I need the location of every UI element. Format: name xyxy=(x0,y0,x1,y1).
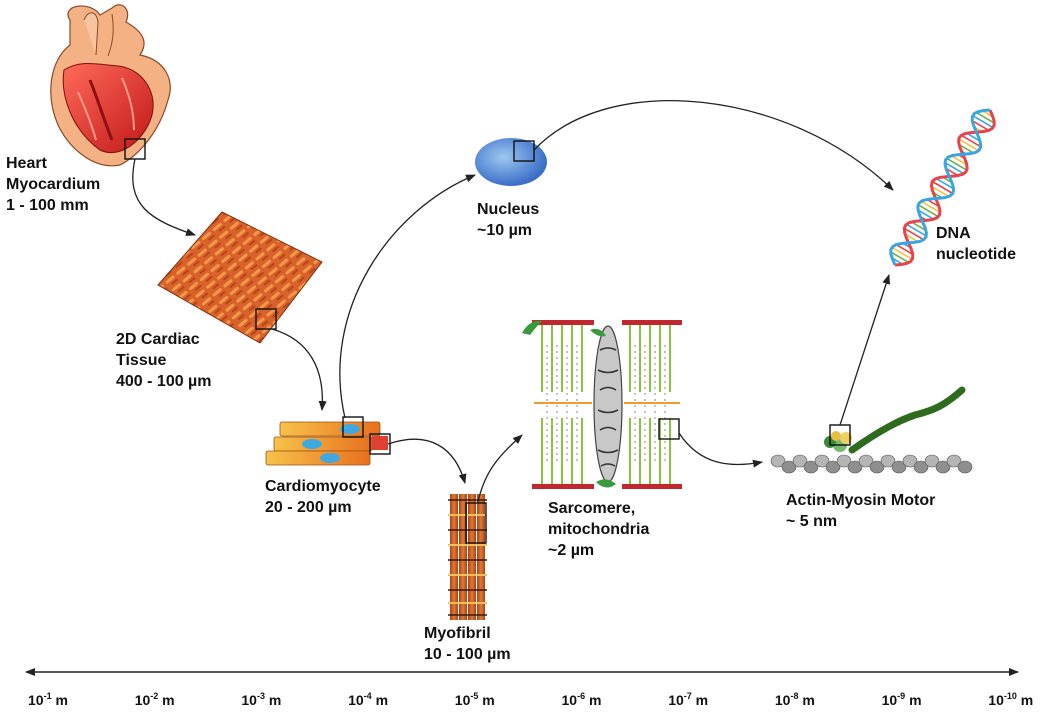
tissue-name-line2: Tissue xyxy=(116,352,167,369)
actin-bead xyxy=(858,454,874,468)
actin-bead xyxy=(792,454,808,468)
dna-base-pair xyxy=(931,180,954,195)
scale-tick-label: 10-10 m xyxy=(988,691,1034,709)
tissue-name-line1: 2D Cardiac xyxy=(116,331,200,348)
dna-strand xyxy=(889,108,991,266)
scale-tick-label: 10-9 m xyxy=(881,691,922,709)
dna-base-pair xyxy=(906,223,927,237)
cardiomyocyte-illustration xyxy=(265,416,391,466)
arrow-myofibril-to-sarcomere xyxy=(477,434,523,503)
cardiomyocyte-size: 20 - 200 µm xyxy=(265,499,352,516)
cardiomyocyte-name: Cardiomyocyte xyxy=(265,478,381,495)
dna-strand xyxy=(894,109,996,267)
heart-size: 1 - 100 mm xyxy=(6,197,89,214)
dna-base-pair xyxy=(903,227,925,241)
actin-bead xyxy=(770,454,786,468)
scale-tick-label: 10-5 m xyxy=(454,691,495,709)
dna-base-pair xyxy=(891,246,913,261)
arrow-motor-to-dna xyxy=(839,274,891,426)
dna-base-pair xyxy=(935,177,954,190)
scale-tick-label: 10-4 m xyxy=(348,691,389,709)
motor-label: Actin-Myosin Motor ~ 5 nm xyxy=(786,490,935,532)
motor-size: ~ 5 nm xyxy=(786,513,838,530)
myofibril-name: Myofibril xyxy=(424,625,491,642)
dna-base-pair xyxy=(950,155,968,166)
dna-name-line1: DNA xyxy=(936,225,971,242)
dna-base-pair xyxy=(904,233,919,243)
actin-bead xyxy=(946,454,962,468)
myofibril-size: 10 - 100 µm xyxy=(424,646,511,663)
nucleus-illustration xyxy=(475,138,547,186)
actin-bead xyxy=(913,460,929,474)
dna-base-pair xyxy=(975,111,995,124)
actin-bead xyxy=(924,454,940,468)
cardiomyocyte-label: Cardiomyocyte 20 - 200 µm xyxy=(265,476,381,518)
myofibril-illustration xyxy=(448,494,487,620)
actin-bead xyxy=(814,454,830,468)
heart-illustration xyxy=(50,4,171,167)
dna-base-pair xyxy=(911,221,927,232)
arrow-heart-to-tissue xyxy=(132,158,196,236)
actin-bead xyxy=(803,460,819,474)
dna-label: DNA nucleotide xyxy=(936,223,1016,265)
dna-name-line2: nucleotide xyxy=(936,246,1017,263)
dna-base-pair xyxy=(946,157,968,171)
nucleus-size: ~10 µm xyxy=(477,222,533,239)
dna-base-pair xyxy=(972,114,994,129)
dna-illustration xyxy=(889,108,996,267)
actin-bead xyxy=(880,454,896,468)
scale-tick-label: 10-7 m xyxy=(668,691,709,709)
sarcomere-size: ~2 µm xyxy=(548,542,595,559)
arrow-cardiomyocyte-to-myofibril xyxy=(387,438,467,484)
dna-base-pair xyxy=(971,119,990,132)
actin-bead xyxy=(902,454,918,468)
actin-bead xyxy=(935,460,951,474)
nucleus-name: Nucleus xyxy=(477,201,540,218)
dna-base-pair xyxy=(958,138,979,152)
actin-myosin-illustration xyxy=(770,454,973,474)
actin-bead xyxy=(836,454,852,468)
actin-bead xyxy=(957,460,973,474)
dna-base-pair xyxy=(960,134,982,148)
dna-base-pair xyxy=(895,243,914,256)
cardiac-tissue-illustration xyxy=(157,211,323,344)
sarcomere-label: Sarcomere, mitochondria ~2 µm xyxy=(548,498,649,561)
scale-tick-label: 10-8 m xyxy=(774,691,815,709)
scale-tick-label: 10-1 m xyxy=(28,691,68,709)
arrow-sarcomere-to-motor xyxy=(678,432,763,468)
heart-label: Heart Myocardium 1 - 100 mm xyxy=(6,153,100,216)
dna-base-pair xyxy=(966,132,981,142)
nucleus-label: Nucleus ~10 µm xyxy=(477,199,539,241)
myosin-illustration xyxy=(824,386,966,454)
sarcomere-name-line2: mitochondria xyxy=(548,521,650,538)
dna-base-pair xyxy=(958,143,974,154)
heart-name-line2: Myocardium xyxy=(6,176,101,193)
arrow-nucleus-to-dna xyxy=(533,100,894,191)
arrow-cardiomyocyte-to-nucleus xyxy=(339,174,476,419)
dna-base-pair xyxy=(931,185,950,198)
motor-name: Actin-Myosin Motor xyxy=(786,492,936,509)
scale-tick-label: 10-6 m xyxy=(561,691,602,709)
myofibril-label: Myofibril 10 - 100 µm xyxy=(424,623,511,665)
dna-base-pair xyxy=(917,209,935,220)
sarcomere-name-line1: Sarcomere, xyxy=(548,500,636,517)
scale-tick-label: 10-2 m xyxy=(134,691,175,709)
sarcomere-illustration xyxy=(522,320,682,489)
heart-name-line1: Heart xyxy=(6,155,47,172)
flow-arrows xyxy=(132,100,894,503)
actin-bead xyxy=(781,460,797,474)
actin-bead xyxy=(847,460,863,474)
scale-tick-label: 10-3 m xyxy=(241,691,282,709)
dna-base-pair xyxy=(944,161,965,175)
dna-base-pair xyxy=(917,204,939,218)
actin-bead xyxy=(891,460,907,474)
arrow-tissue-to-cardiomyocyte xyxy=(271,328,327,411)
dna-base-pair xyxy=(920,200,941,214)
tissue-label: 2D Cardiac Tissue 400 - 100 µm xyxy=(116,329,212,392)
actin-bead xyxy=(869,460,885,474)
actin-bead xyxy=(825,460,841,474)
dna-base-pair xyxy=(890,251,910,264)
tissue-size: 400 - 100 µm xyxy=(116,373,212,390)
